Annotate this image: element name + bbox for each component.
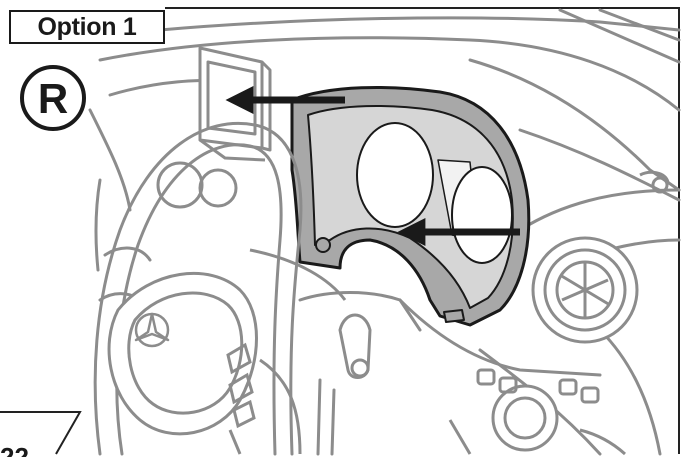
display-screen — [200, 48, 270, 160]
page-number: 22 — [0, 444, 29, 457]
option-label-box: Option 1 — [9, 10, 165, 44]
instrument-cluster-bezel — [292, 87, 529, 325]
option-label: Option 1 — [38, 13, 137, 42]
steering-wheel — [95, 123, 301, 454]
center-console — [450, 370, 625, 454]
gear-levers — [300, 293, 420, 455]
right-hand-drive-badge: R — [20, 65, 86, 131]
badge-letter: R — [38, 78, 68, 120]
